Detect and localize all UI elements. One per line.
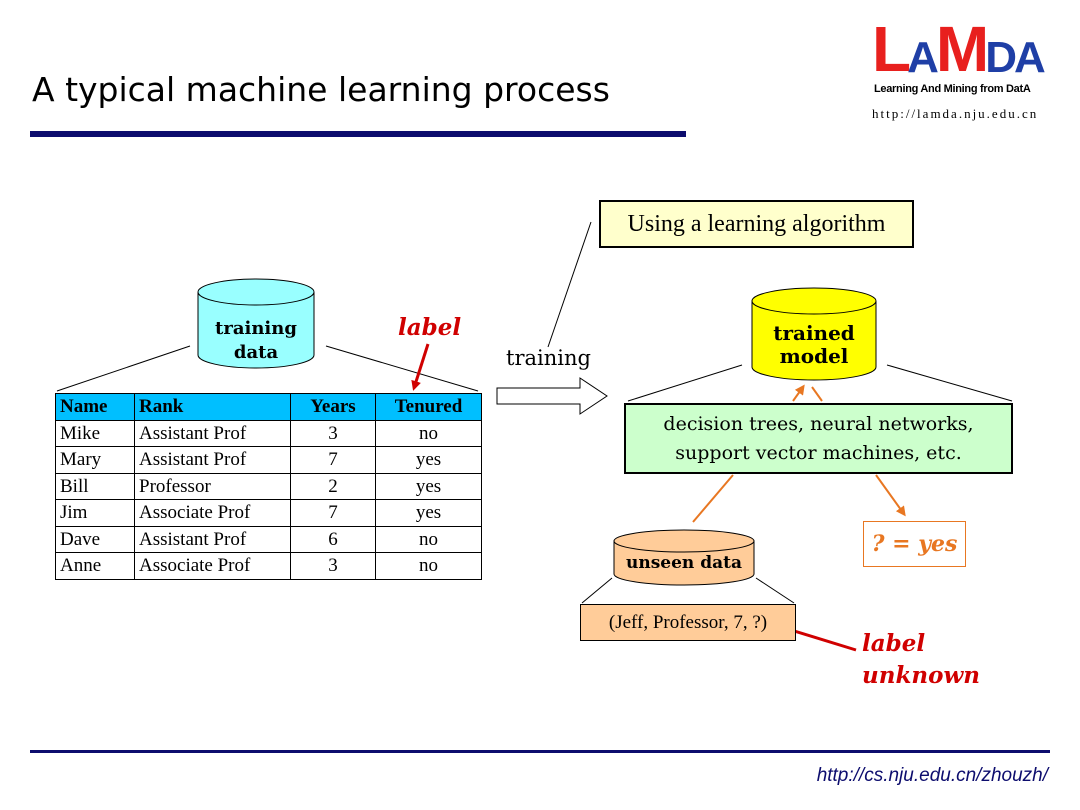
unseen-data-label: unseen data xyxy=(626,553,742,573)
cell-tenured: yes xyxy=(375,499,482,527)
table-row: Anne Associate Prof 3 no xyxy=(55,552,482,580)
cell-years: 3 xyxy=(290,552,376,580)
models-line-1: decision trees, neural networks, xyxy=(663,412,974,435)
table-row: Mike Assistant Prof 3 no xyxy=(55,419,482,447)
cell-tenured: yes xyxy=(375,446,482,474)
cell-name: Mary xyxy=(55,446,135,474)
table-row: Jim Associate Prof 7 yes xyxy=(55,499,482,527)
flow-arrow-out xyxy=(875,474,906,517)
logo-letter: D xyxy=(985,33,1017,82)
logo-wordmark: LAMDA xyxy=(872,13,1046,85)
footer-rule xyxy=(30,750,1050,753)
logo-letter: M xyxy=(935,13,989,85)
connector-line xyxy=(627,364,743,402)
cell-rank: Assistant Prof xyxy=(134,419,291,447)
flow-line xyxy=(692,474,734,523)
models-line-2: support vector machines, etc. xyxy=(675,441,962,464)
cell-name: Bill xyxy=(55,472,135,500)
table-row: Mary Assistant Prof 7 yes xyxy=(55,446,482,474)
label-unknown-annotation: label unknown xyxy=(862,630,980,689)
cell-years: 2 xyxy=(290,472,376,500)
logo-url: http://lamda.nju.edu.cn xyxy=(872,106,1039,121)
cell-tenured: no xyxy=(375,419,482,447)
cell-years: 3 xyxy=(290,419,376,447)
cell-name: Anne xyxy=(55,552,135,580)
logo-tagline: Learning And Mining from DatA xyxy=(874,83,1031,95)
training-data-cylinder xyxy=(197,278,315,369)
unseen-instance-box: (Jeff, Professor, 7, ?) xyxy=(580,604,796,641)
training-data-table: Name Rank Years Tenured Mike Assistant P… xyxy=(55,393,482,580)
label-annotation: label xyxy=(398,314,462,341)
table-row: Bill Professor 2 yes xyxy=(55,472,482,500)
connector-line xyxy=(886,364,1013,402)
cell-years: 7 xyxy=(290,499,376,527)
cell-rank: Associate Prof xyxy=(134,499,291,527)
logo-letter: A xyxy=(907,33,939,82)
column-header-years: Years xyxy=(290,393,376,421)
cell-years: 7 xyxy=(290,446,376,474)
label-arrow xyxy=(411,343,430,391)
trained-model-cylinder xyxy=(751,287,877,381)
cell-tenured: yes xyxy=(375,472,482,500)
prediction-box: ? = yes xyxy=(863,521,966,567)
column-header-rank: Rank xyxy=(134,393,291,421)
table-row: Dave Assistant Prof 6 no xyxy=(55,525,482,553)
cell-tenured: no xyxy=(375,552,482,580)
cell-years: 6 xyxy=(290,525,376,553)
column-header-name: Name xyxy=(55,393,135,421)
connector-line xyxy=(755,577,795,604)
cell-name: Mike xyxy=(55,419,135,447)
algorithm-box: Using a learning algorithm xyxy=(599,200,914,248)
cell-rank: Associate Prof xyxy=(134,552,291,580)
slide-title: A typical machine learning process xyxy=(32,70,610,109)
cell-tenured: no xyxy=(375,525,482,553)
footer-link[interactable]: http://cs.nju.edu.cn/zhouzh/ xyxy=(816,765,1048,786)
models-box: decision trees, neural networks, support… xyxy=(624,403,1013,474)
callout-line xyxy=(547,221,592,348)
table-header-row: Name Rank Years Tenured xyxy=(55,393,482,421)
logo-letter: L xyxy=(872,13,911,85)
training-arrow-label: training xyxy=(506,346,591,370)
training-arrow xyxy=(496,377,608,415)
cell-name: Dave xyxy=(55,525,135,553)
title-underline xyxy=(30,131,686,137)
cell-name: Jim xyxy=(55,499,135,527)
unseen-data-cylinder xyxy=(613,529,755,586)
flow-arrow-in xyxy=(792,384,805,402)
logo-letter: A xyxy=(1013,33,1046,82)
connector-line xyxy=(56,345,191,392)
cell-rank: Assistant Prof xyxy=(134,525,291,553)
training-data-label: training data xyxy=(215,318,297,363)
cell-rank: Assistant Prof xyxy=(134,446,291,474)
connector-line xyxy=(325,345,479,392)
trained-model-label: trained model xyxy=(773,321,855,368)
column-header-tenured: Tenured xyxy=(375,393,482,421)
flow-line xyxy=(811,386,823,402)
cell-rank: Professor xyxy=(134,472,291,500)
connector-line xyxy=(581,577,613,604)
lamda-logo: LAMDA Learning And Mining from DatA http… xyxy=(870,13,1060,128)
